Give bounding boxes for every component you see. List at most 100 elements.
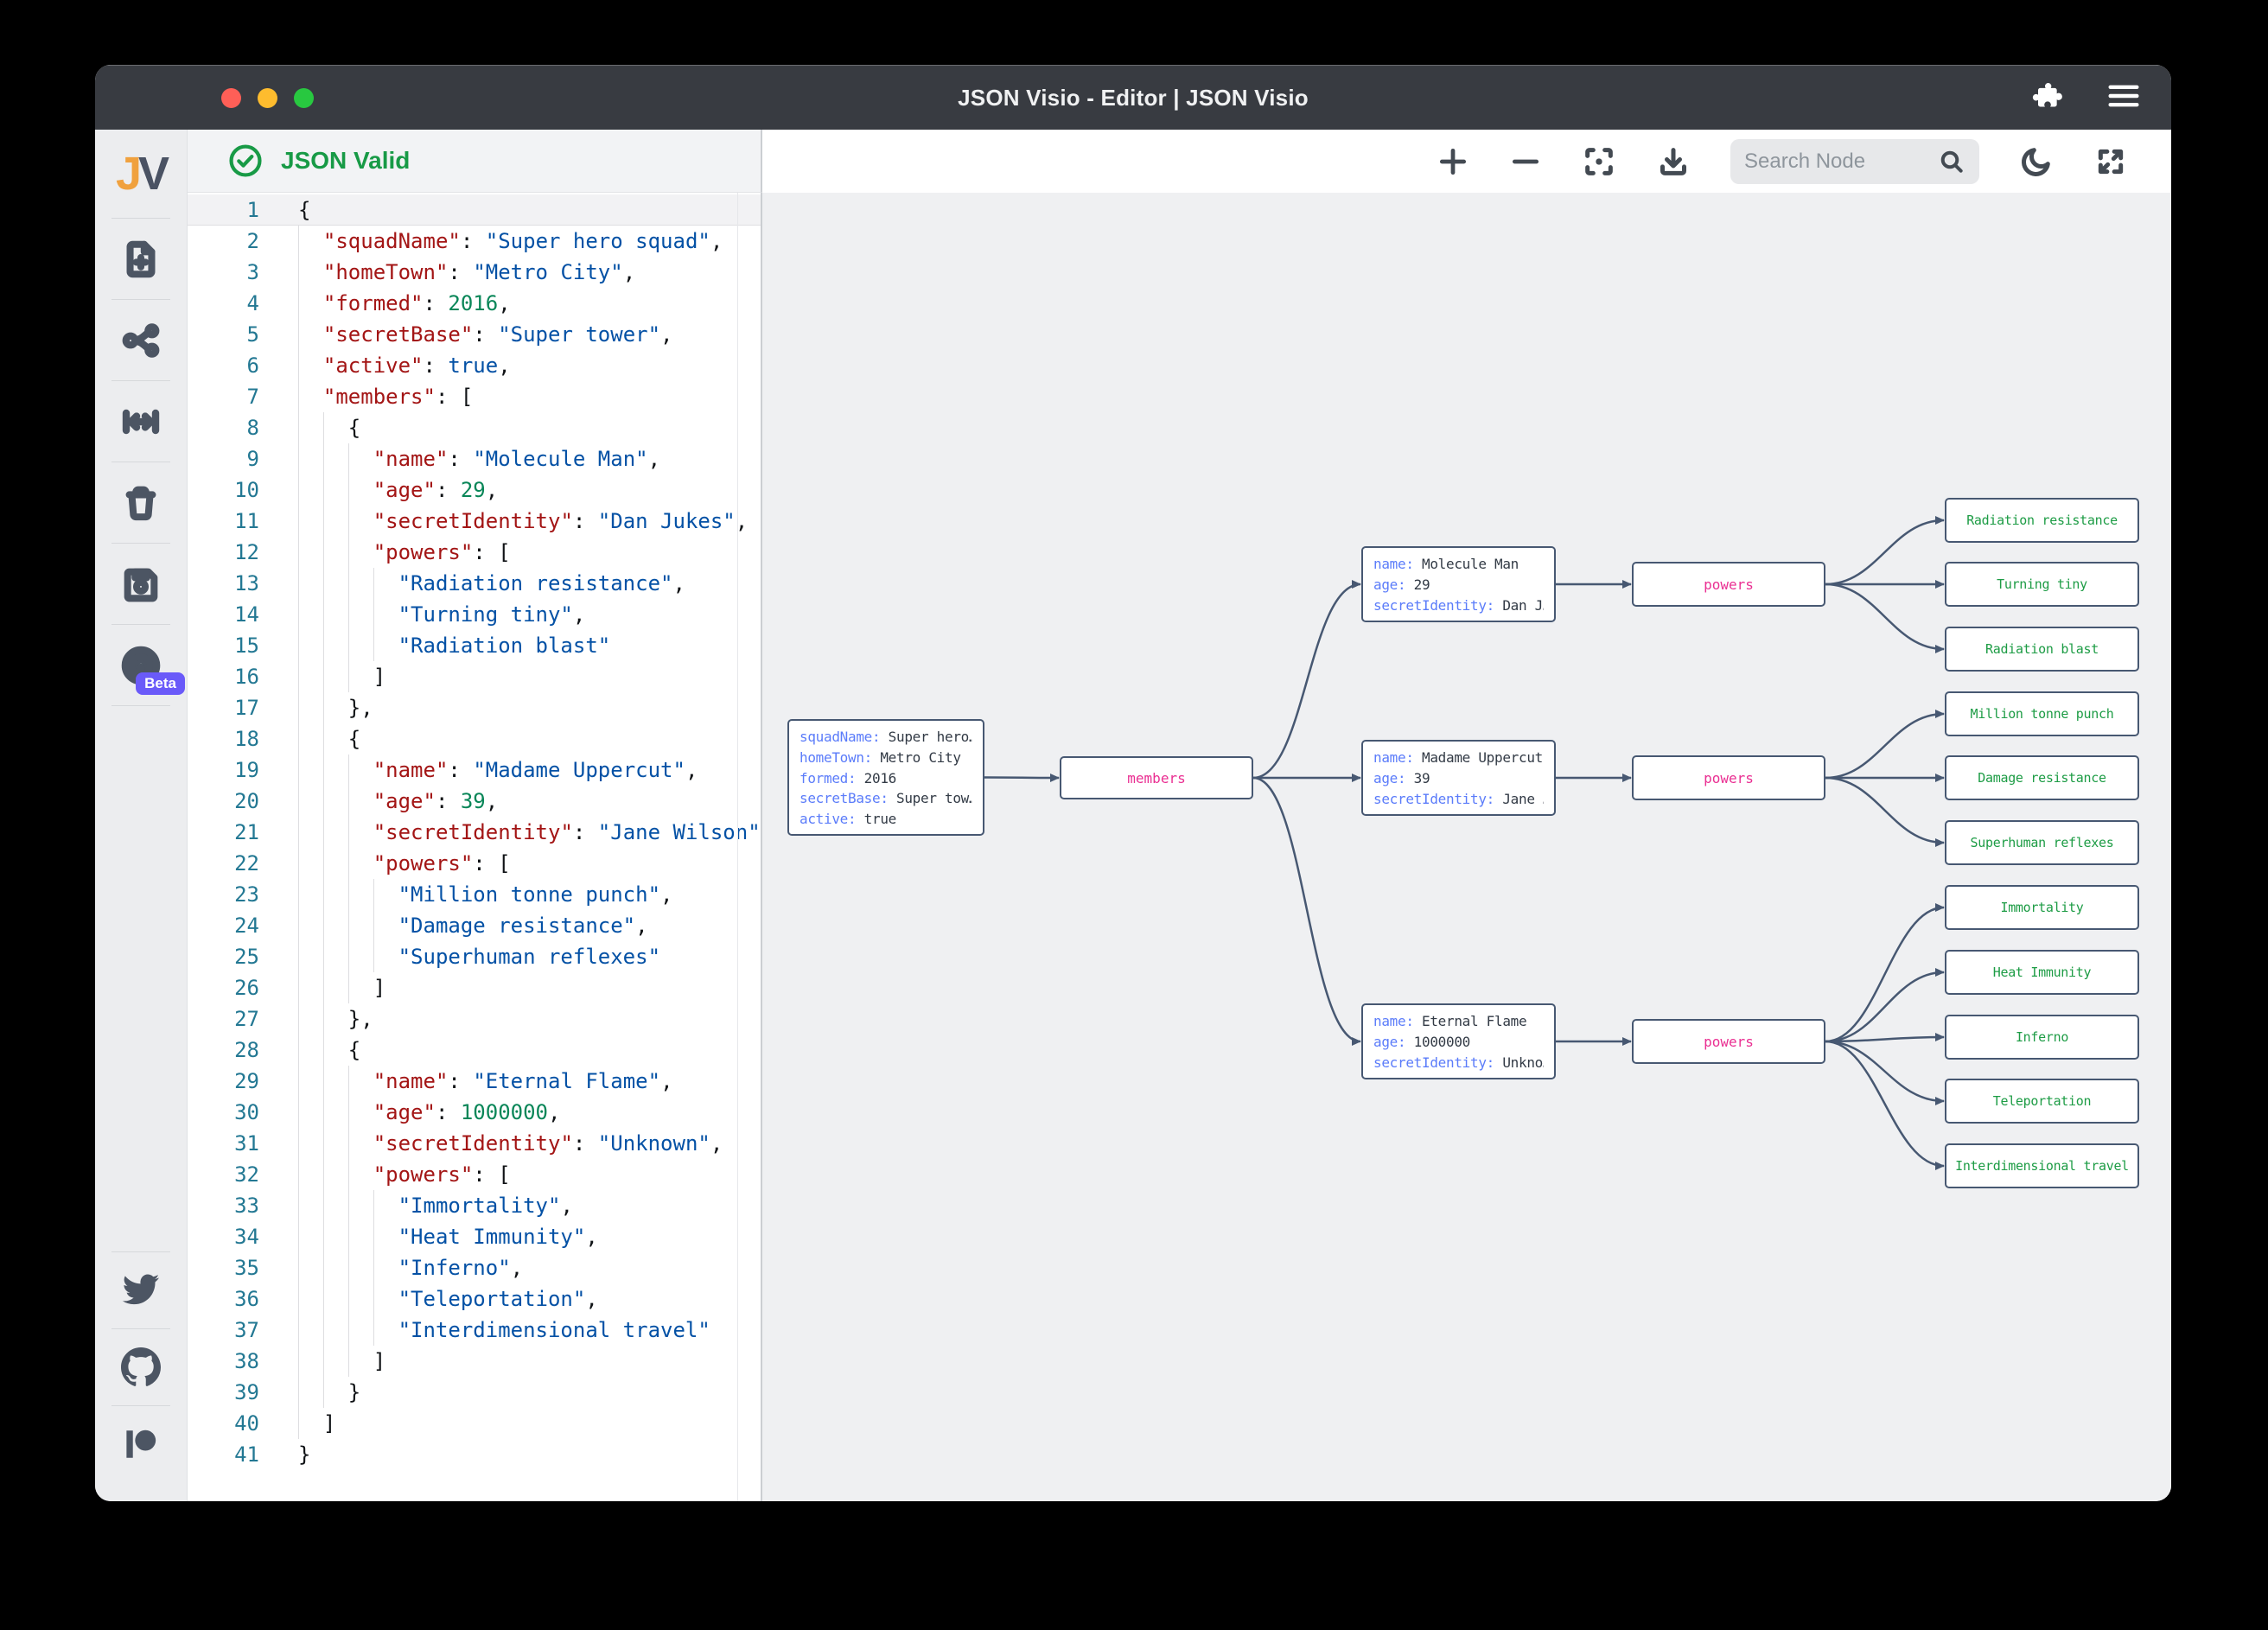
editor-line-1[interactable]: 1{	[188, 194, 761, 226]
editor-line-36[interactable]: 36 "Teleportation",	[188, 1283, 761, 1315]
line-number: 35	[234, 1256, 259, 1280]
editor-line-33[interactable]: 33 "Immortality",	[188, 1190, 761, 1221]
graph-node-p3[interactable]: powers	[1632, 1019, 1825, 1064]
graph-node-members[interactable]: members	[1060, 756, 1253, 799]
center-view-button[interactable]	[1582, 144, 1616, 179]
editor-line-2[interactable]: 2 "squadName": "Super hero squad",	[188, 226, 761, 257]
editor-line-27[interactable]: 27 },	[188, 1003, 761, 1035]
editor-line-23[interactable]: 23 "Million tonne punch",	[188, 879, 761, 910]
graph-node-l6[interactable]: Superhuman reflexes	[1945, 820, 2139, 865]
editor-line-34[interactable]: 34 "Heat Immunity",	[188, 1221, 761, 1252]
editor-line-21[interactable]: 21 "secretIdentity": "Jane Wilson",	[188, 817, 761, 848]
search-box	[1730, 138, 1979, 184]
editor-line-25[interactable]: 25 "Superhuman reflexes"	[188, 941, 761, 972]
api-beta-button[interactable]: Beta	[95, 625, 187, 705]
graph-node-l8[interactable]: Heat Immunity	[1945, 950, 2139, 995]
editor-line-37[interactable]: 37 "Interdimensional travel"	[188, 1315, 761, 1346]
editor-line-40[interactable]: 40 ]	[188, 1408, 761, 1439]
editor-line-15[interactable]: 15 "Radiation blast"	[188, 630, 761, 661]
editor-line-29[interactable]: 29 "name": "Eternal Flame",	[188, 1066, 761, 1097]
graph-node-l3[interactable]: Radiation blast	[1945, 627, 2139, 672]
search-input[interactable]	[1744, 149, 1931, 174]
menu-icon[interactable]	[2106, 81, 2142, 115]
twitter-link[interactable]	[95, 1252, 187, 1328]
editor-line-3[interactable]: 3 "homeTown": "Metro City",	[188, 257, 761, 288]
graph-node-l11[interactable]: Interdimensional travel	[1945, 1143, 2139, 1188]
graph-node-l4[interactable]: Million tonne punch	[1945, 691, 2139, 736]
save-button[interactable]	[95, 544, 187, 624]
graph-node-p2[interactable]: powers	[1632, 755, 1825, 800]
editor-line-17[interactable]: 17 },	[188, 692, 761, 723]
editor-line-39[interactable]: 39 }	[188, 1377, 761, 1408]
fullscreen-button[interactable]	[2093, 144, 2128, 179]
line-number: 18	[234, 727, 259, 751]
code-text: "members": [	[322, 385, 474, 409]
json-valid-status: JSON Valid	[281, 147, 411, 174]
graph-node-l7[interactable]: Immortality	[1945, 885, 2139, 930]
editor-line-10[interactable]: 10 "age": 29,	[188, 474, 761, 506]
editor-line-20[interactable]: 20 "age": 39,	[188, 786, 761, 817]
editor-line-14[interactable]: 14 "Turning tiny",	[188, 599, 761, 630]
editor-line-13[interactable]: 13 "Radiation resistance",	[188, 568, 761, 599]
new-document-button[interactable]	[95, 219, 187, 299]
search-icon[interactable]	[1938, 148, 1965, 175]
line-number: 25	[234, 945, 259, 969]
zoom-in-button[interactable]	[1437, 145, 1469, 178]
editor-line-32[interactable]: 32 "powers": [	[188, 1159, 761, 1190]
graph-node-l10[interactable]: Teleportation	[1945, 1079, 2139, 1124]
code-text: "active": true,	[322, 353, 511, 378]
code-text: "Teleportation",	[398, 1287, 598, 1311]
graph-node-p1[interactable]: powers	[1632, 562, 1825, 607]
editor-line-6[interactable]: 6 "active": true,	[188, 350, 761, 381]
editor-line-24[interactable]: 24 "Damage resistance",	[188, 910, 761, 941]
json-editor[interactable]: 1{2 "squadName": "Super hero squad",3 "h…	[188, 193, 762, 1501]
patreon-link[interactable]	[95, 1406, 187, 1482]
expand-width-button[interactable]	[95, 381, 187, 462]
github-link[interactable]	[95, 1329, 187, 1405]
graph-canvas[interactable]: squadName: Super hero…homeTown: Metro Ci…	[762, 193, 2171, 1501]
editor-line-7[interactable]: 7 "members": [	[188, 381, 761, 412]
editor-line-26[interactable]: 26 ]	[188, 972, 761, 1003]
graph-node-l2[interactable]: Turning tiny	[1945, 562, 2139, 607]
editor-line-8[interactable]: 8 {	[188, 412, 761, 443]
line-number: 14	[234, 602, 259, 627]
editor-line-30[interactable]: 30 "age": 1000000,	[188, 1097, 761, 1128]
dark-mode-button[interactable]	[2019, 144, 2054, 179]
editor-line-22[interactable]: 22 "powers": [	[188, 848, 761, 879]
download-button[interactable]	[1656, 144, 1691, 179]
editor-line-18[interactable]: 18 {	[188, 723, 761, 755]
zoom-window-button[interactable]	[294, 87, 314, 108]
graph-node-root[interactable]: squadName: Super hero…homeTown: Metro Ci…	[787, 719, 984, 836]
minimize-window-button[interactable]	[258, 87, 277, 108]
graph-node-l5[interactable]: Damage resistance	[1945, 755, 2139, 800]
editor-line-19[interactable]: 19 "name": "Madame Uppercut",	[188, 755, 761, 786]
editor-line-4[interactable]: 4 "formed": 2016,	[188, 288, 761, 319]
close-window-button[interactable]	[221, 87, 241, 108]
editor-line-16[interactable]: 16 ]	[188, 661, 761, 692]
editor-line-9[interactable]: 9 "name": "Molecule Man",	[188, 443, 761, 474]
editor-line-28[interactable]: 28 {	[188, 1035, 761, 1066]
code-text: "Heat Immunity",	[398, 1225, 598, 1249]
editor-line-12[interactable]: 12 "powers": [	[188, 537, 761, 568]
share-button[interactable]	[95, 300, 187, 380]
line-number: 40	[234, 1411, 259, 1436]
graph-edge	[1825, 583, 1945, 653]
zoom-out-button[interactable]	[1509, 145, 1542, 178]
editor-line-41[interactable]: 41}	[188, 1439, 761, 1470]
editor-line-5[interactable]: 5 "secretBase": "Super tower",	[188, 319, 761, 350]
editor-line-11[interactable]: 11 "secretIdentity": "Dan Jukes",	[188, 506, 761, 537]
graph-node-l9[interactable]: Inferno	[1945, 1015, 2139, 1060]
editor-line-35[interactable]: 35 "Inferno",	[188, 1252, 761, 1283]
delete-button[interactable]	[95, 462, 187, 543]
editor-line-31[interactable]: 31 "secretIdentity": "Unknown",	[188, 1128, 761, 1159]
extension-icon[interactable]	[2029, 79, 2064, 118]
graph-edge	[1252, 580, 1361, 780]
editor-line-38[interactable]: 38 ]	[188, 1346, 761, 1377]
graph-node-l1[interactable]: Radiation resistance	[1945, 498, 2139, 543]
graph-edge	[1825, 1040, 1945, 1105]
toolbar: JSON Valid	[188, 130, 2171, 193]
